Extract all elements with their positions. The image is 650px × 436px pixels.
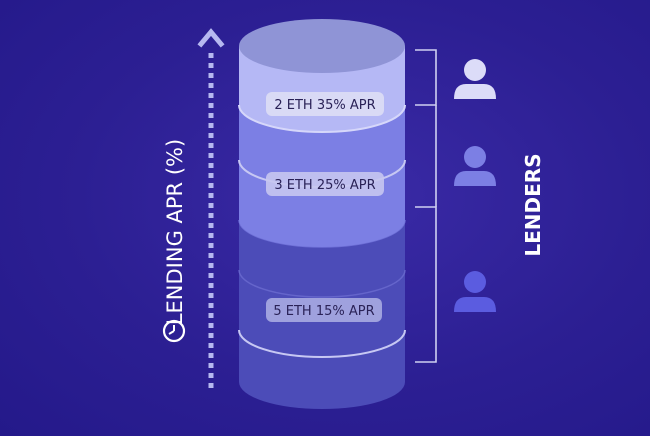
tier-badge-label: 3 ETH 25% APR (274, 178, 375, 193)
tier-badge-label: 2 ETH 35% APR (274, 98, 375, 113)
apr-axis-label-group: LENDING APR (%) (163, 139, 187, 325)
tier-badge: 3 ETH 25% APR (266, 172, 384, 196)
clock-icon (162, 319, 186, 343)
tier-badge: 2 ETH 35% APR (266, 92, 384, 116)
tier-badge: 5 ETH 15% APR (266, 298, 382, 322)
user-icon (454, 59, 496, 99)
lenders-label: LENDERS (521, 153, 545, 256)
user-icon (454, 271, 496, 312)
apr-axis-label: LENDING APR (%) (163, 139, 187, 325)
lenders-label-group: LENDERS (521, 153, 545, 256)
tier-badge-label: 5 ETH 15% APR (273, 304, 374, 319)
pool-cylinder (238, 19, 406, 409)
lender-bracket (415, 49, 437, 363)
apr-axis-arrow (197, 28, 225, 388)
user-icon (454, 146, 496, 186)
cylinder-top (239, 19, 405, 73)
